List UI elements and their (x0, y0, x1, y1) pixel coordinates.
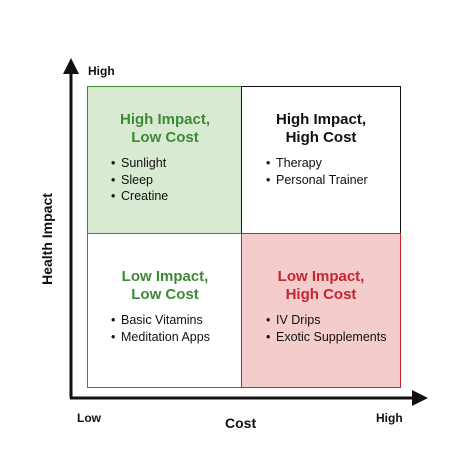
list-item: •Exotic Supplements (266, 329, 387, 344)
quadrant-high-impact-high-cost: High Impact, High Cost •Therapy •Persona… (241, 86, 401, 234)
x-axis-arrowhead (412, 390, 428, 406)
item-list: •Therapy •Personal Trainer (266, 155, 368, 188)
list-item: •Therapy (266, 156, 322, 170)
y-axis-arrowhead (63, 58, 79, 74)
list-item: •Meditation Apps (111, 329, 210, 344)
x-axis-high-label: High (376, 411, 403, 425)
list-item: •Sunlight (111, 156, 167, 170)
list-item: •Basic Vitamins (111, 313, 203, 327)
quadrant-high-impact-low-cost: High Impact, Low Cost •Sunlight •Sleep •… (87, 86, 243, 234)
quadrant-title: High Impact, Low Cost (119, 111, 210, 146)
quadrant-low-impact-low-cost: Low Impact, Low Cost •Basic Vitamins •Me… (87, 233, 243, 388)
list-item: •Creatine (111, 189, 169, 203)
quadrant-low-impact-high-cost: Low Impact, High Cost •IV Drips •Exotic … (241, 233, 401, 388)
item-list: •Sunlight •Sleep •Creatine (111, 155, 168, 205)
x-axis-title: Cost (225, 415, 257, 431)
y-axis-title: Health Impact (39, 193, 55, 285)
list-item: •Personal Trainer (266, 172, 368, 187)
list-item: •Sleep (111, 172, 153, 187)
item-list: •IV Drips •Exotic Supplements (266, 312, 386, 345)
y-axis-high-label: High (88, 64, 115, 78)
list-item: •IV Drips (266, 313, 321, 327)
quadrant-title: High Impact, High Cost (275, 111, 366, 146)
x-axis-low-label: Low (77, 411, 101, 425)
quadrant-title: Low Impact, Low Cost (121, 268, 209, 303)
quadrant-title: Low Impact, High Cost (277, 268, 365, 303)
item-list: •Basic Vitamins •Meditation Apps (111, 312, 210, 345)
